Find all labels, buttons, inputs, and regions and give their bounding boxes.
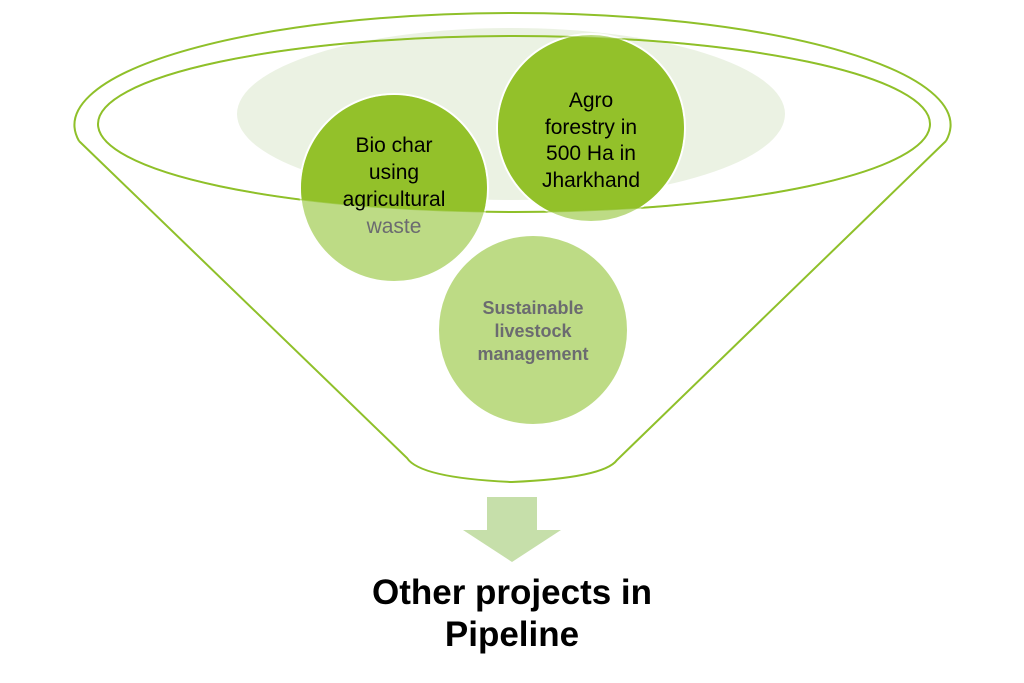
agro-line-4: Jharkhand [542,169,640,192]
bio-char-line-2: using [369,161,419,184]
livestock-line-1: Sustainable [482,298,583,318]
output-label-line-1: Other projects in [371,573,653,612]
agro-line-2: forestry in [545,116,637,139]
agro-line-1: Agro [569,89,613,112]
circle-sustainable-livestock [437,234,629,426]
livestock-line-2: livestock [494,321,572,341]
livestock-line-3: management [477,344,588,364]
bio-char-line-3: agricultural [343,188,446,211]
bio-char-line-4: waste [366,215,422,238]
funnel-outer-rim [73,12,952,142]
output-label: Other projects in Pipeline [262,572,762,656]
agro-line-3: 500 Ha in [546,142,636,165]
down-arrow-icon [463,497,561,562]
funnel-outline [78,140,947,484]
output-label-line-2: Pipeline [444,615,580,654]
bio-char-line-1: Bio char [355,134,432,157]
